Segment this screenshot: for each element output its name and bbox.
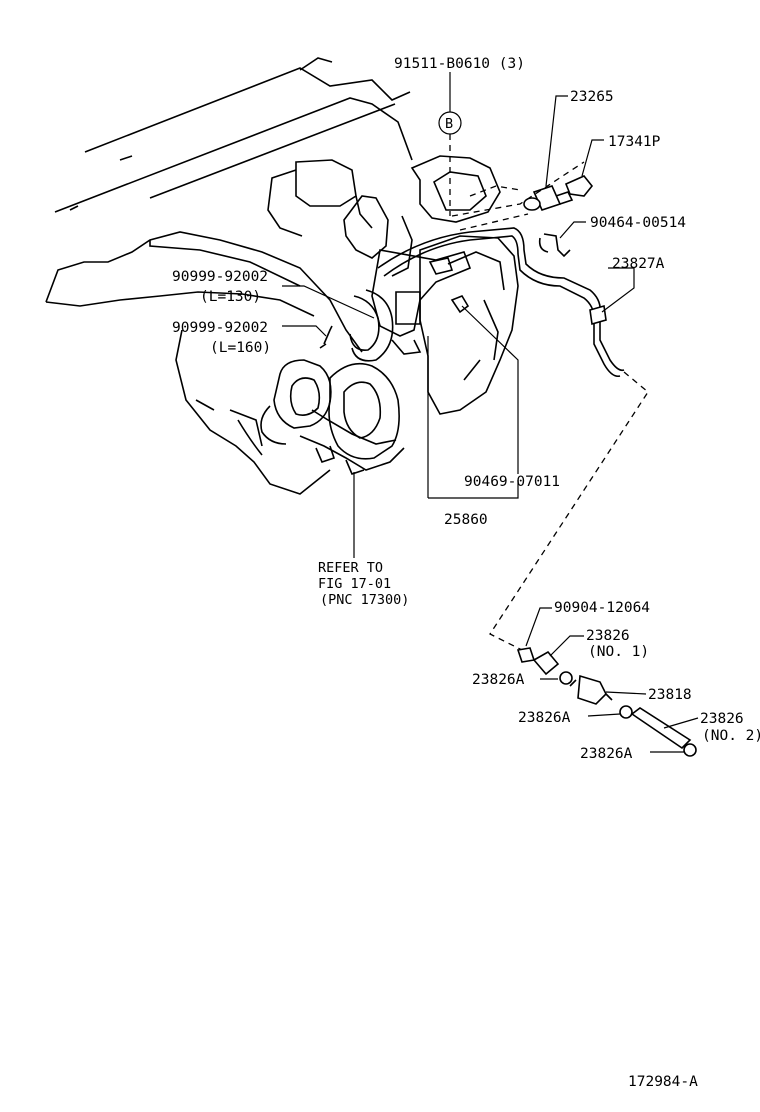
callout-23826a-second: 23826A: [518, 710, 571, 726]
callout-23826-no2: 23826: [700, 711, 744, 727]
callout-labels: 91511-B0610 (3) B 23265 17341P 90464-005…: [172, 56, 760, 1090]
callout-90469: 90469-07011: [464, 474, 560, 490]
refer-text-line2: FIG 17-01: [318, 576, 391, 592]
lower-parts-assembly: [489, 371, 697, 757]
callout-90999-l160-length: (L=160): [210, 340, 271, 356]
callout-23826-no2-sub: (NO. 2): [702, 728, 760, 744]
refer-text-line3: (PNC 17300): [320, 592, 409, 608]
callout-23827a: 23827A: [612, 256, 665, 272]
callout-90999-l130: 90999-92002: [172, 269, 268, 285]
callout-90904: 90904-12064: [554, 600, 650, 616]
vsv-parts-upper-right: [450, 161, 594, 314]
diagram-code: 172984-A: [628, 1074, 698, 1090]
callout-25860: 25860: [444, 512, 488, 528]
callout-90999-l160: 90999-92002: [172, 320, 268, 336]
callout-23265: 23265: [570, 89, 614, 105]
reference-b-label: B: [445, 116, 453, 132]
callout-91511: 91511-B0610 (3): [394, 56, 525, 72]
callout-90999-l130-length: (L=130): [200, 289, 261, 305]
callout-90464: 90464-00514: [590, 215, 686, 231]
leader-lines: [282, 72, 699, 753]
engine-illustration: [45, 57, 519, 495]
callout-23818: 23818: [648, 687, 692, 703]
callout-17341p: 17341P: [608, 134, 661, 150]
refer-text-line1: REFER TO: [318, 560, 383, 576]
vacuum-hose-routing: [377, 227, 625, 378]
callout-23826a-third: 23826A: [580, 746, 633, 762]
callout-23826a-first: 23826A: [472, 672, 525, 688]
callout-23826-no1-sub: (NO. 1): [588, 644, 649, 660]
callout-23826-no1: 23826: [586, 628, 630, 644]
